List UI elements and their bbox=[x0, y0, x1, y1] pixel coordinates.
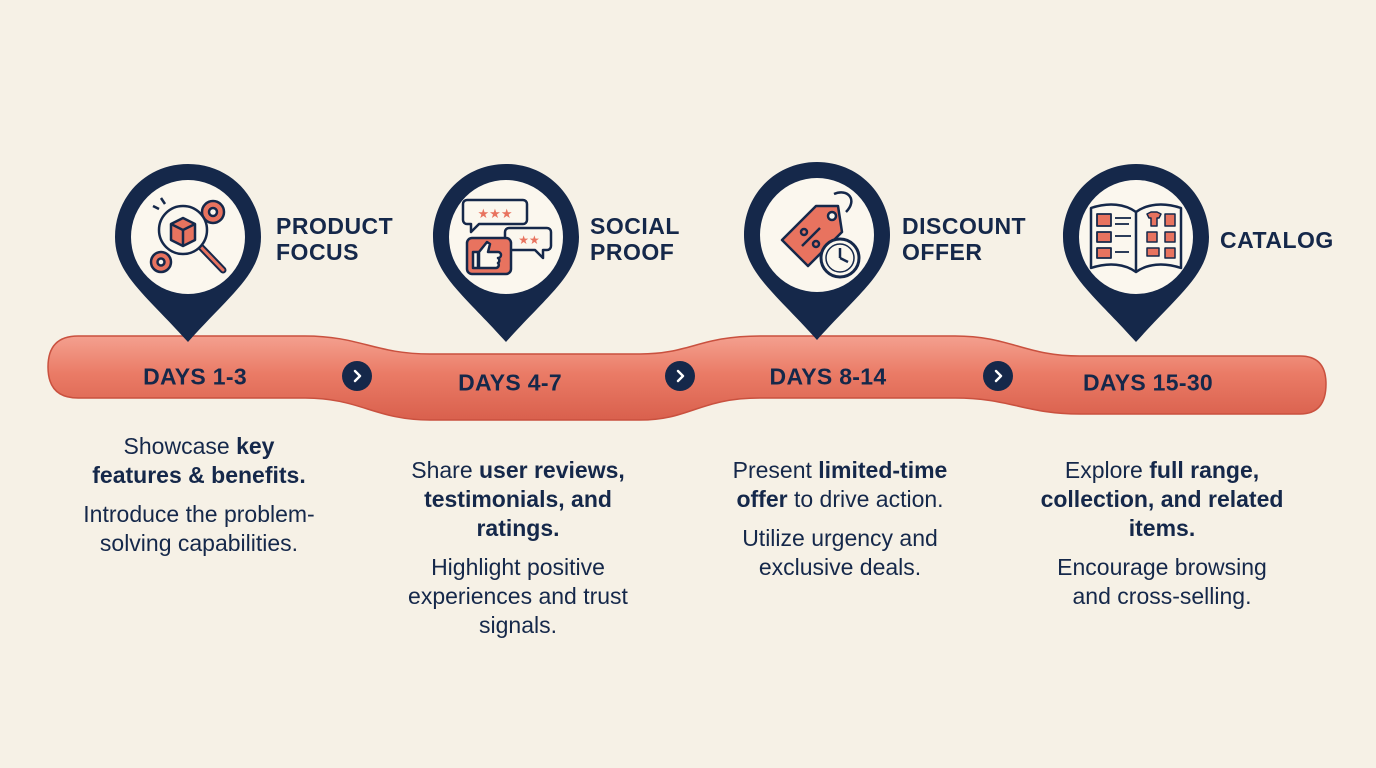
stage-3-pin bbox=[742, 160, 892, 342]
magnifier-box-gears-icon bbox=[149, 197, 227, 274]
open-catalog-icon bbox=[1089, 203, 1183, 274]
stage-2-days: DAYS 4-7 bbox=[458, 369, 562, 396]
chevron-right-icon bbox=[983, 361, 1013, 391]
stage-3-desc-primary: Present limited-time offer to drive acti… bbox=[732, 457, 948, 512]
stage-3-title: DISCOUNT OFFER bbox=[902, 213, 1027, 265]
stage-3-description: Present limited-time offer to drive acti… bbox=[715, 456, 965, 592]
stage-3-days: DAYS 8-14 bbox=[769, 363, 887, 390]
stage-1-desc-primary: Showcase key features & benefits. bbox=[92, 433, 306, 488]
stage-2-title: SOCIAL PROOF bbox=[590, 213, 680, 265]
stage-4-desc-secondary: Encourage browsing and cross-selling. bbox=[1057, 554, 1267, 609]
reviews-thumbs-up-icon: ★★★ ★★ bbox=[461, 198, 553, 276]
discount-tag-clock-icon bbox=[780, 191, 861, 279]
stage-2-desc-secondary: Highlight positive experiences and trust… bbox=[408, 554, 628, 638]
svg-text:★★★: ★★★ bbox=[478, 206, 513, 221]
stage-1-pin bbox=[113, 162, 263, 344]
stage-1-days: DAYS 1-3 bbox=[143, 363, 247, 390]
stage-1-title: PRODUCT FOCUS bbox=[276, 213, 394, 265]
stage-4-days: DAYS 15-30 bbox=[1082, 369, 1214, 396]
stage-4-desc-primary: Explore full range, collection, and rela… bbox=[1040, 457, 1284, 541]
svg-text:★★: ★★ bbox=[518, 233, 540, 247]
chevron-right-icon bbox=[342, 361, 372, 391]
stage-2-description: Share user reviews, testimonials, and ra… bbox=[393, 456, 643, 650]
stage-1-desc-secondary: Introduce the problem-solving capabiliti… bbox=[83, 501, 315, 556]
stage-4-title: CATALOG bbox=[1220, 227, 1334, 253]
stage-2-pin: ★★★ ★★ bbox=[431, 162, 581, 344]
stage-3-desc-secondary: Utilize urgency and exclusive deals. bbox=[742, 525, 938, 580]
stage-4-description: Explore full range, collection, and rela… bbox=[1037, 456, 1287, 621]
chevron-right-icon bbox=[665, 361, 695, 391]
stage-1-description: Showcase key features & benefits. Introd… bbox=[79, 432, 319, 568]
stage-2-desc-primary: Share user reviews, testimonials, and ra… bbox=[411, 457, 625, 541]
stage-4-pin bbox=[1061, 162, 1211, 344]
